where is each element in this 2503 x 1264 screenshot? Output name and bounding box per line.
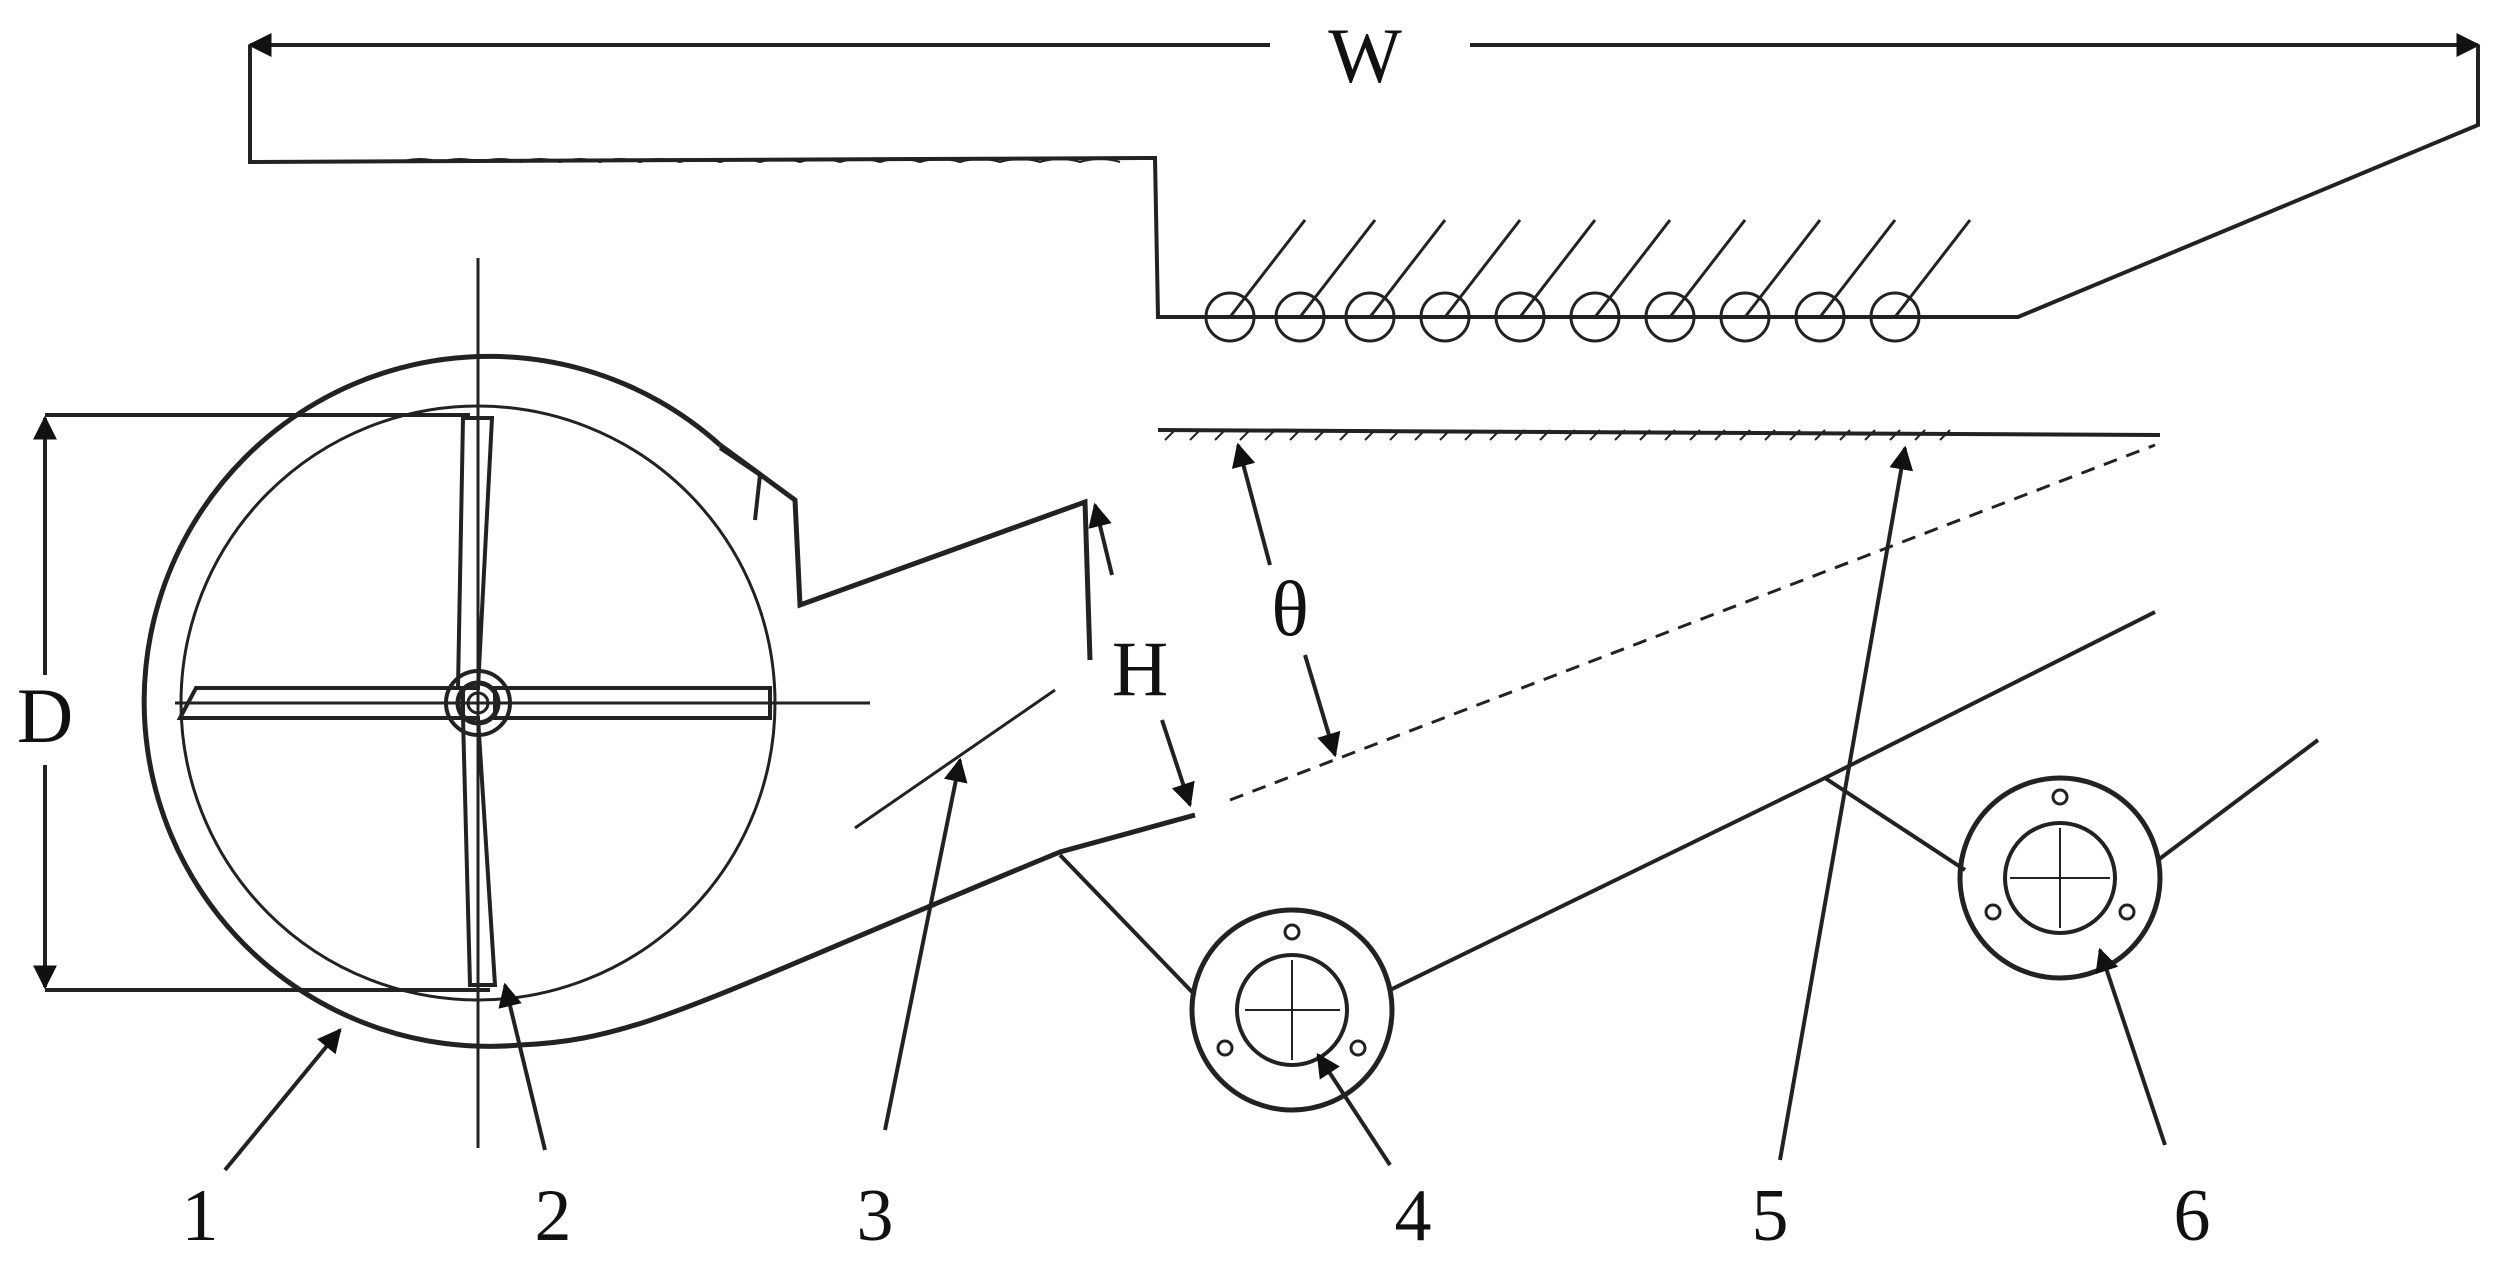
width-label: W [1328, 12, 1402, 99]
lower-frame-line [1058, 738, 2320, 997]
height-label: H [1112, 625, 1168, 712]
diameter-label: D [17, 672, 73, 759]
sieve-plate [1157, 428, 2161, 441]
pulley-4 [1189, 907, 1395, 1113]
baffle-plate [854, 688, 1056, 830]
callout-2: 2 [535, 1175, 572, 1257]
callout-1: 1 [182, 1175, 219, 1257]
roller-row [1204, 219, 1972, 343]
callout-4: 4 [1395, 1175, 1432, 1257]
fan-housing [141, 353, 1196, 1049]
upper-sieve-teeth [399, 158, 1121, 164]
width-dimension: W [247, 12, 2481, 99]
callout-labels: 1 2 3 4 5 6 [182, 1175, 2211, 1257]
upper-housing-outline [248, 45, 2480, 319]
callout-5: 5 [1752, 1175, 1789, 1257]
callout-6: 6 [2174, 1175, 2211, 1257]
duct-upper-line [1824, 610, 2156, 780]
angle-dimension: θ [1231, 442, 1341, 758]
impeller-hub [444, 669, 512, 737]
dashed-incline-line [1229, 443, 2156, 802]
callout-leaders [223, 445, 2167, 1172]
angle-label: θ [1271, 565, 1308, 652]
pulley-6 [1957, 775, 2163, 981]
height-dimension: H [1088, 502, 1195, 808]
diameter-dimension: D [17, 413, 490, 992]
callout-3: 3 [857, 1175, 894, 1257]
